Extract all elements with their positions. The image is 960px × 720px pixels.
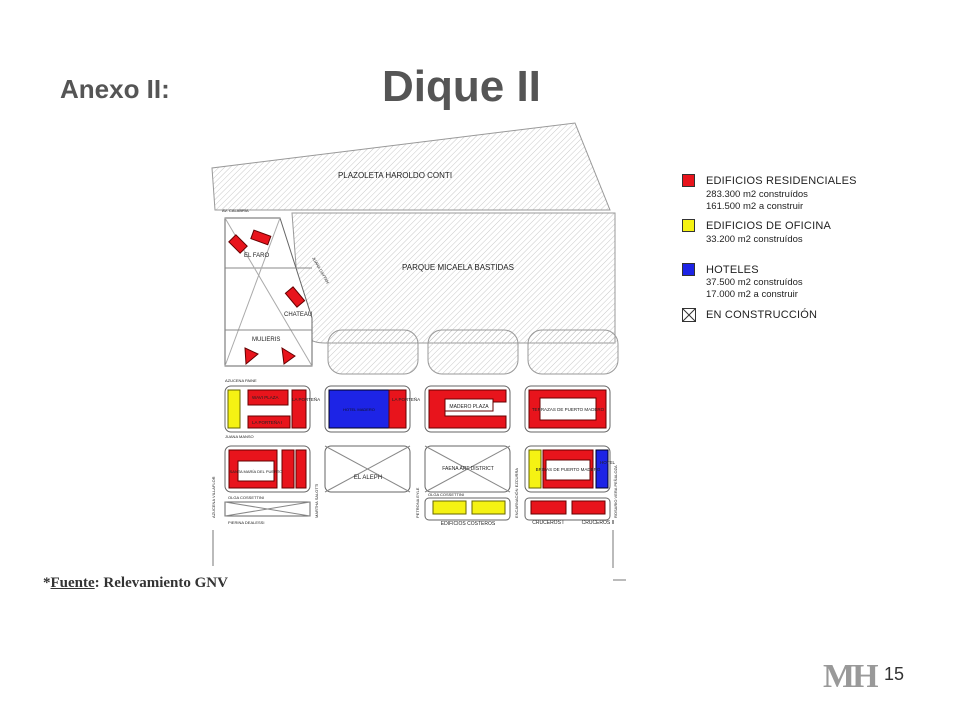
parque-area (291, 212, 616, 344)
costeros-label: EDIFICIOS COSTEROS (441, 521, 496, 527)
plazoleta-area (211, 122, 611, 211)
building-yellow (227, 389, 241, 429)
cruceros-label: CRUCEROS I (532, 520, 563, 526)
page-title: Dique II (382, 62, 541, 111)
building-red (244, 347, 259, 366)
legend-title: EN CONSTRUCCIÓN (706, 309, 818, 321)
street-label: OLGA COSSETTINI (228, 495, 264, 500)
legend-line: 37.500 m2 construídos (706, 277, 803, 288)
hotel-label: HOTEL (600, 460, 616, 465)
parque-label: PARQUE MICAELA BASTIDAS (402, 263, 514, 272)
legend-line: 17.000 m2 a construir (706, 289, 798, 300)
cruceros-label: CRUCEROS II (582, 520, 615, 526)
mulieris-label: MULIERIS (252, 337, 280, 343)
santamaria-label: SANTA MARÍA DEL PUERTO (230, 469, 283, 474)
legend-title: EDIFICIOS RESIDENCIALES (706, 175, 857, 187)
street-label: ROSARIO VERA PEÑALOZA (613, 465, 618, 518)
legend-title: HOTELES (706, 264, 759, 276)
laportena-label: LA PORTEÑA (292, 396, 320, 402)
street-label: AZUCENA VILLAFLOR (211, 476, 216, 518)
building-yellow (471, 500, 506, 515)
street-label: JUANA MANSO (225, 434, 254, 439)
building-red (571, 500, 606, 515)
faena-label: FAENA ART DISTRICT (442, 466, 494, 472)
building-red (247, 415, 291, 429)
building-yellow (432, 500, 467, 515)
elfaro-label: EL FARO (244, 253, 269, 259)
building-yellow (528, 449, 542, 489)
legend-blue-swatch (682, 263, 695, 276)
page-number: 15 (884, 664, 905, 684)
aleph-label: EL ALEPH (354, 475, 382, 481)
building-red (281, 449, 295, 489)
street-label: OLGA COSSETTINI (428, 492, 464, 497)
construction-icon (682, 308, 696, 322)
maderoplaza-label: MADERO PLAZA (449, 404, 489, 410)
street-label: AZUCENA PAINE (225, 378, 257, 383)
building-blue (595, 449, 609, 489)
hatched-block (327, 329, 419, 375)
legend-red-swatch (682, 174, 695, 187)
source-label: Fuente (50, 575, 95, 591)
laportena-label: LA PORTEÑA I (252, 419, 282, 425)
brisas-label: BRISAS DE PUERTO MADERO (536, 467, 601, 472)
building-red (295, 449, 307, 489)
site-map: PLAZOLETA HAROLDO CONTI PARQUE MICAELA B… (211, 122, 626, 581)
legend-line: 161.500 m2 a construir (706, 201, 804, 212)
laportena-label: LA PORTEÑA (392, 396, 420, 402)
wavi-label: WAVI PLAZA (252, 395, 279, 400)
building-red (247, 389, 289, 406)
building-red (284, 286, 306, 308)
source-note: *Fuente: Relevamiento GNV (43, 575, 228, 592)
building-red (388, 389, 407, 429)
hatched-block (427, 329, 519, 375)
legend-title: EDIFICIOS DE OFICINA (706, 220, 832, 232)
building-red (281, 347, 296, 365)
street-label: MARTHA SALOTTI (314, 484, 319, 518)
legend-line: 283.300 m2 construídos (706, 189, 808, 200)
annex-label: Anexo II: (60, 74, 170, 104)
legend-yellow-swatch (682, 219, 695, 232)
plazoleta-label: PLAZOLETA HAROLDO CONTI (338, 171, 452, 180)
building-red (530, 500, 567, 515)
hatched-block (527, 329, 619, 375)
building-red (228, 234, 248, 254)
street-label: PETRONA EYLE (415, 487, 420, 518)
hotel-label: HOTEL MADERO (343, 407, 375, 412)
street-label: ENCARNACIÓN EZCURRA (514, 468, 519, 518)
source-text: : Relevamiento GNV (94, 575, 228, 591)
street-label: PIERINA DEALESSI (228, 520, 264, 525)
source-prefix: * (43, 575, 51, 591)
brand-logo: MH (823, 658, 879, 695)
terrazas-label: TERRAZAS DE PUERTO MADERO (532, 407, 605, 412)
calabria-label: AV. CALABRIA (222, 208, 249, 213)
chateau-label: CHATEAU (284, 312, 312, 318)
legend-line: 33.200 m2 construídos (706, 234, 803, 245)
building-red (250, 229, 272, 246)
building-red (291, 389, 307, 429)
